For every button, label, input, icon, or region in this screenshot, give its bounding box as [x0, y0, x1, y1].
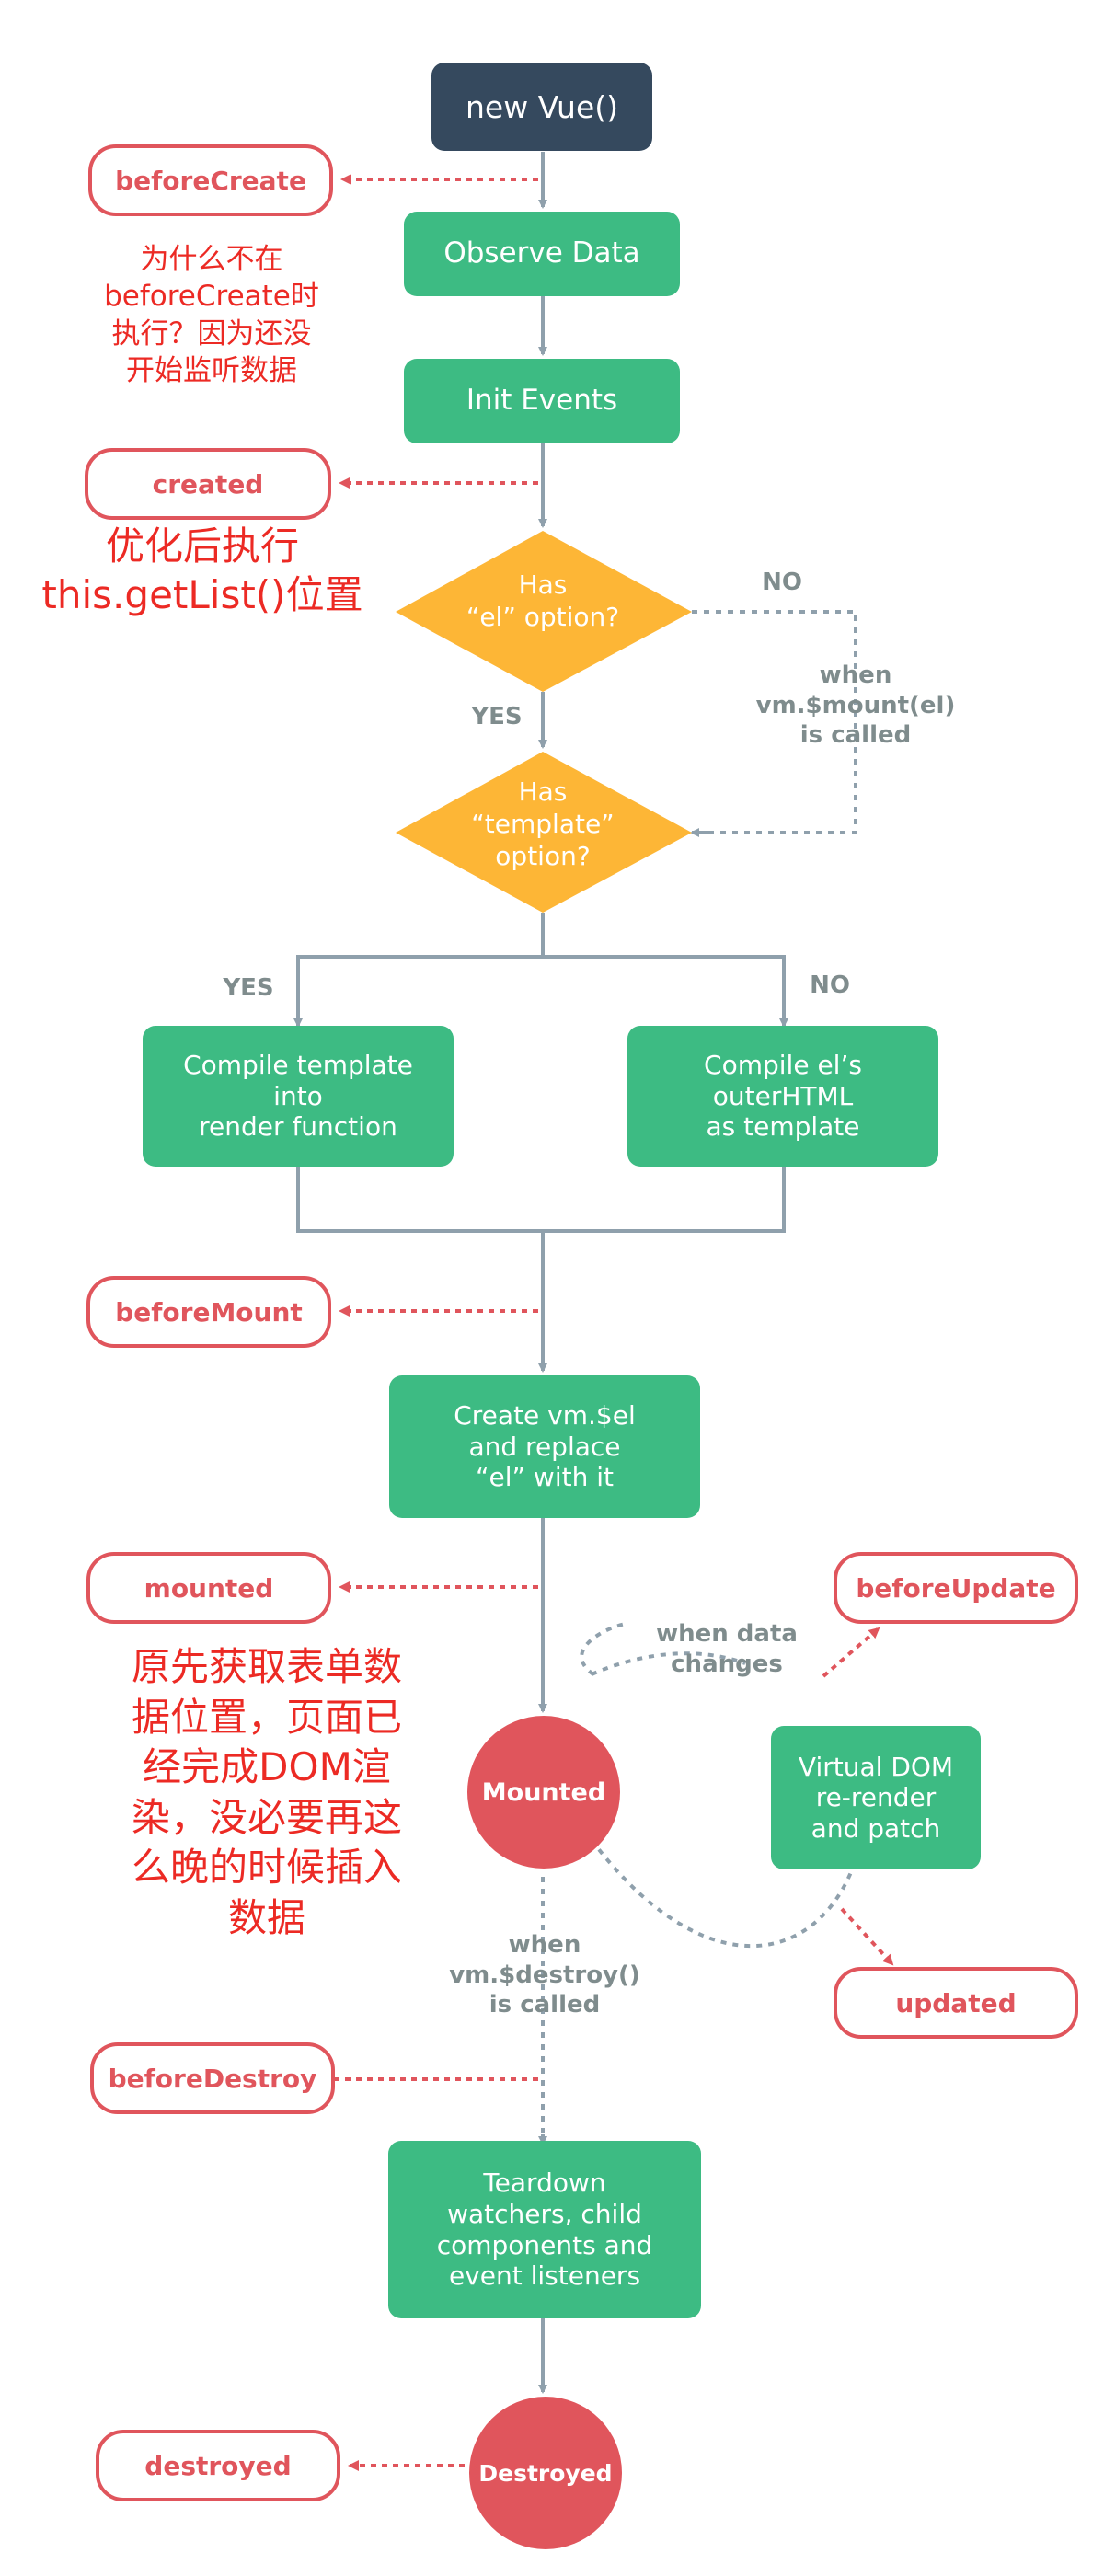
has-el-option-text: Has “el” option? — [466, 569, 620, 632]
create-el-node: Create vm.$el and replace “el” with it — [389, 1375, 700, 1518]
hook-updated: updated — [834, 1967, 1078, 2039]
hook-before-create: beforeCreate — [88, 144, 333, 216]
mounted-state-circle: Mounted — [467, 1716, 620, 1869]
label-when-data-changes: when data changes — [656, 1620, 798, 1678]
observe-data-node: Observe Data — [404, 212, 680, 296]
has-template-diamond — [396, 752, 692, 913]
hook-created: created — [85, 448, 331, 520]
split-connector — [296, 913, 545, 1021]
init-events-node: Init Events — [404, 359, 680, 443]
label-when-mount: when vm.$mount(el) is called — [755, 661, 956, 749]
teardown-node: Teardown watchers, child components and … — [388, 2141, 701, 2318]
merge-connector — [296, 1167, 786, 1233]
has-template-option-text: Has “template” option? — [471, 776, 615, 871]
label-yes-template: YES — [223, 974, 274, 1002]
label-no-template: NO — [810, 972, 850, 999]
hook-line-before-update — [822, 1627, 880, 1678]
has-el-diamond — [396, 531, 692, 692]
hook-destroyed: destroyed — [96, 2430, 340, 2501]
virtual-dom-node: Virtual DOM re-render and patch — [771, 1726, 981, 1869]
label-yes-el: YES — [471, 703, 523, 730]
compile-el-node: Compile el’s outerHTML as template — [627, 1026, 938, 1167]
hook-before-update: beforeUpdate — [834, 1552, 1078, 1624]
hook-before-mount: beforeMount — [86, 1276, 331, 1348]
annotation-created: 优化后执行 this.getList()位置 — [41, 523, 363, 617]
destroyed-state-circle: Destroyed — [469, 2397, 622, 2549]
hook-before-destroy: beforeDestroy — [90, 2042, 335, 2114]
hook-mounted: mounted — [86, 1552, 331, 1624]
annotation-mounted: 原先获取表单数 据位置，页面已 经完成DOM渲 染，没必要再这 么晚的时候插入 … — [131, 1644, 402, 1940]
label-when-destroy: when vm.$destroy() is called — [449, 1931, 640, 2018]
compile-template-node: Compile template into render function — [143, 1026, 454, 1167]
hook-line-updated — [840, 1907, 894, 1966]
annotation-before-create: 为什么不在 beforeCreate时 执行？因为还没 开始监听数据 — [104, 243, 319, 387]
label-no-el: NO — [762, 569, 802, 596]
new-vue-node: new Vue() — [431, 63, 652, 151]
